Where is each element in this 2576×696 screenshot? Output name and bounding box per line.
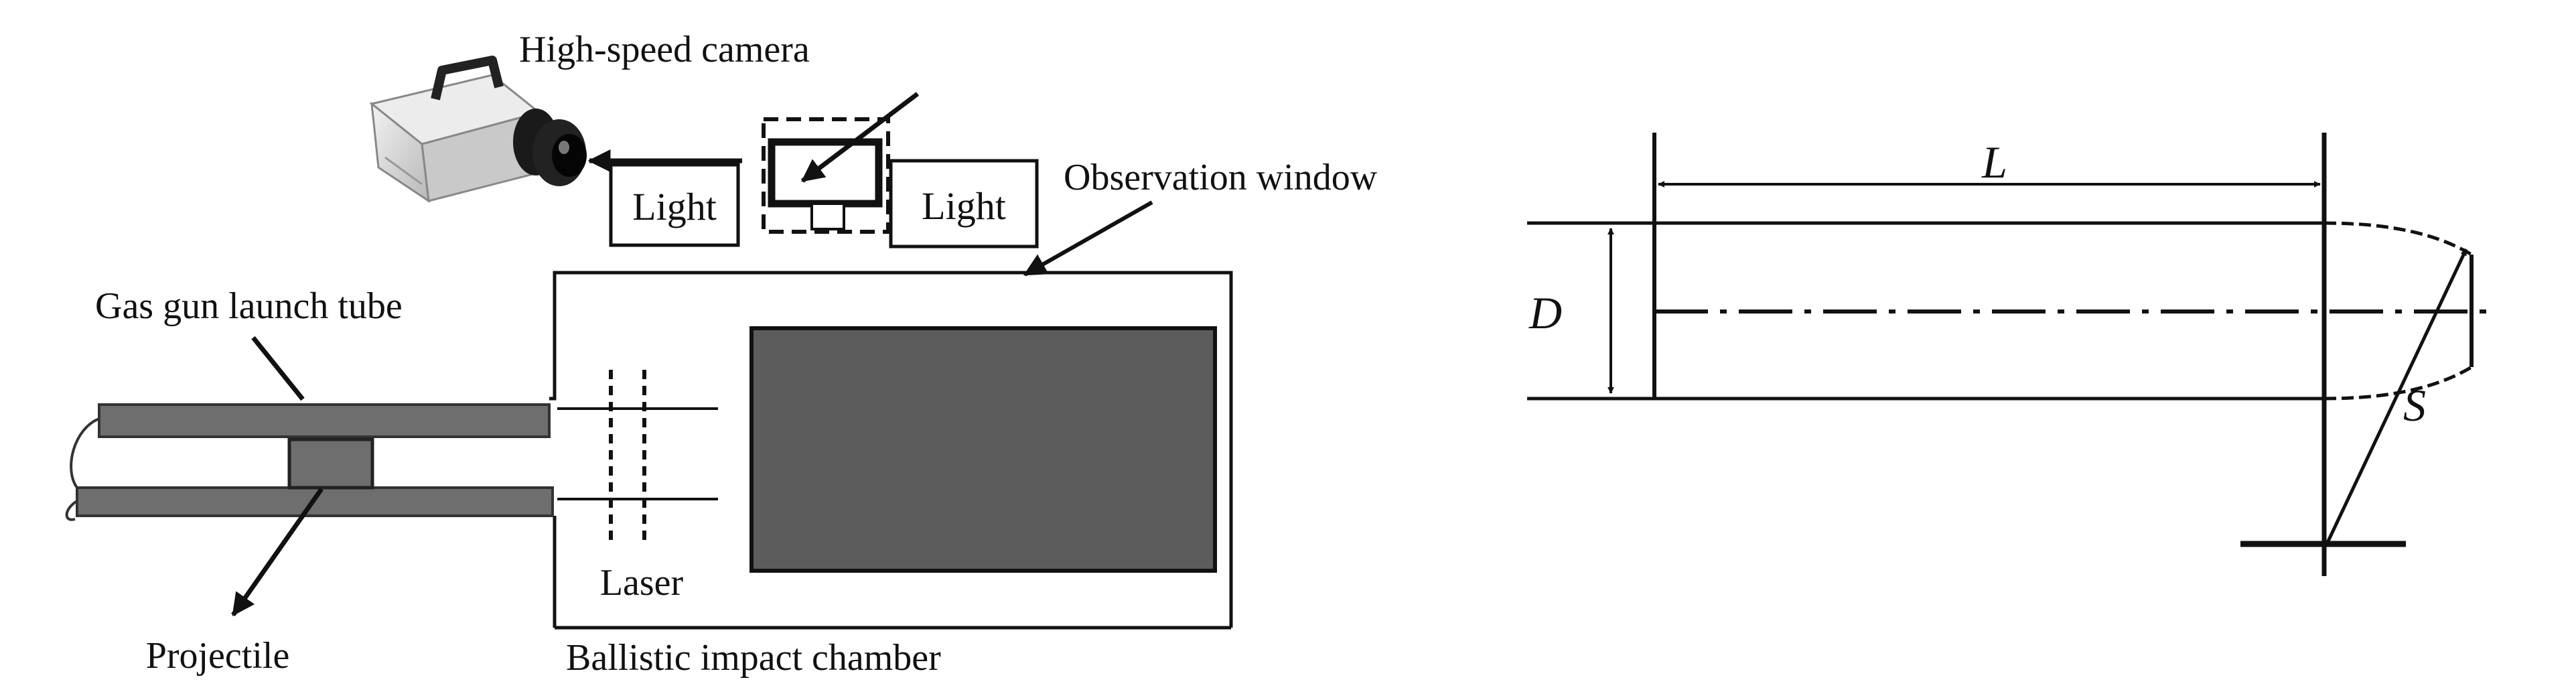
light-box-right xyxy=(889,159,1039,249)
mirror-box xyxy=(768,138,883,208)
projectile-body xyxy=(287,437,374,490)
experimental-setup: High-speed camera Light Light Observatio… xyxy=(65,29,1378,679)
ogive-symbol: S xyxy=(2403,380,2426,431)
light-right-label: Light xyxy=(922,184,1006,228)
ogive-bottom xyxy=(2323,365,2473,401)
launch-tube-label: Gas gun launch tube xyxy=(95,285,403,327)
optics-frame xyxy=(762,117,890,234)
projectile-label: Projectile xyxy=(146,635,290,677)
launch-tube-leader xyxy=(251,336,305,401)
chamber-label: Ballistic impact chamber xyxy=(566,637,941,679)
light-left-label: Light xyxy=(632,185,717,228)
observation-window-arrow xyxy=(1023,200,1153,277)
projectile-geometry: L D S xyxy=(1527,133,2495,576)
ogive-radius xyxy=(2325,248,2468,545)
tube-cable-1 xyxy=(70,417,100,489)
length-symbol: L xyxy=(1981,137,2007,188)
chamber-outline xyxy=(549,271,1233,628)
mirror-mount xyxy=(810,202,845,230)
observation-window-label: Observation window xyxy=(1064,157,1378,198)
ogive-top xyxy=(2323,221,2473,257)
mirror-arrow xyxy=(800,92,920,183)
observation-panel xyxy=(749,326,1217,573)
camera-icon xyxy=(369,56,587,204)
light-box-left xyxy=(609,163,740,247)
tube-cable-2 xyxy=(65,500,78,521)
launch-tube xyxy=(98,403,551,438)
camera-label: High-speed camera xyxy=(519,29,810,70)
laser-label: Laser xyxy=(600,562,684,604)
diameter-symbol: D xyxy=(1528,287,1562,338)
projectile-arrow xyxy=(231,487,324,617)
